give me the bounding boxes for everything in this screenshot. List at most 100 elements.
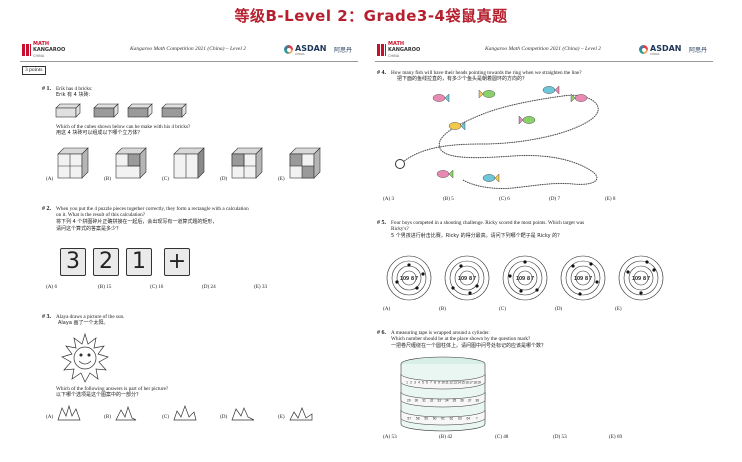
q2-option-b[interactable]: (B) 15 xyxy=(98,284,112,290)
asdan-logo: ASDAN 阿思丹 CHINA xyxy=(284,44,356,56)
q6-tape-number: 35 xyxy=(453,399,457,403)
q1-text-cn: Erik 有 4 块砖: xyxy=(56,92,91,98)
q2-text-en-2: on it. What is the result of this calcul… xyxy=(56,212,146,218)
q5-bullet-hole xyxy=(578,292,582,296)
q6-tape-number: 64 xyxy=(467,417,471,421)
q5-target-ring-label: 9 xyxy=(406,276,409,282)
q5-bullet-hole xyxy=(589,262,593,266)
q5-option-a[interactable]: (A) xyxy=(383,306,391,312)
left-page: MATH KANGAROO CHINA Kangaroo Math Compet… xyxy=(18,36,360,456)
q6-tape-number: 4 xyxy=(418,381,420,385)
q6-tape-number: 13 xyxy=(453,381,457,385)
q6-option-d[interactable]: (D) 53 xyxy=(553,434,567,440)
q5-bullet-hole xyxy=(652,268,656,272)
q5-bullet-hole xyxy=(519,289,523,293)
q4-option-c[interactable]: (C) 6 xyxy=(499,196,510,202)
q6-tape-number: 9 xyxy=(438,381,440,385)
q6-tape-number: 5 xyxy=(422,381,424,385)
q6-tape-number: 59 xyxy=(424,417,428,421)
q5-text-en-2: Ricky's? xyxy=(391,226,409,232)
q6-question-mark: ? xyxy=(476,417,478,421)
q3-question-cn: 以下哪个选项是这个图案中的一部分？ xyxy=(56,392,142,398)
q2-text-cn-2: 请问这个算式的答案是多少？ xyxy=(56,226,122,232)
q3-question-en: Which of the following answers is part o… xyxy=(56,386,169,392)
q3-option-a[interactable]: (A) xyxy=(46,414,54,420)
q5-target-ring-label: 7 xyxy=(589,276,592,282)
q1-option-b[interactable]: (B) xyxy=(104,176,111,182)
q1-option-e[interactable]: (E) xyxy=(278,176,285,182)
q6-tape-number: 2 xyxy=(410,381,412,385)
q1-option-c[interactable]: (C) xyxy=(162,176,169,182)
q4-option-b[interactable]: (B) 5 xyxy=(443,196,454,202)
q3-sun-figure xyxy=(61,332,109,383)
q5-target-ring-label: 8 xyxy=(411,276,414,282)
q3-number: # 3. xyxy=(42,314,51,320)
q6-tape-number: 62 xyxy=(450,417,454,421)
q5-text-cn: 5 个男孩进行射击比赛，Ricky 的得分最高。请问下列哪个靶子是 Ricky … xyxy=(391,233,563,239)
page-header: MATH KANGAROO CHINA Kangaroo Math Compet… xyxy=(373,36,715,62)
q5-text-en-1: Four boys competed in a shooting challen… xyxy=(391,220,585,226)
q5-target-ring-label: 7 xyxy=(647,276,650,282)
q6-tape-number: 37 xyxy=(468,399,472,403)
q6-option-b[interactable]: (B) 42 xyxy=(439,434,453,440)
q5-option-e[interactable]: (E) xyxy=(615,306,622,312)
q4-option-a[interactable]: (A) 3 xyxy=(383,196,395,202)
q2-option-c[interactable]: (C) 16 xyxy=(150,284,164,290)
q5-target-ring-label: 9 xyxy=(638,276,641,282)
q1-number: # 1. xyxy=(42,86,51,92)
q5-target-ring-label: 7 xyxy=(473,276,476,282)
q5-target-ring-label: 8 xyxy=(585,276,588,282)
q6-tape-number: 8 xyxy=(434,381,436,385)
q3-option-e[interactable]: (E) xyxy=(278,414,285,420)
q6-tape-number: 33 xyxy=(437,399,441,403)
q2-option-d[interactable]: (D) 24 xyxy=(202,284,216,290)
q1-text-en: Erik has 4 bricks: xyxy=(56,86,93,92)
q6-tape-number: 12 xyxy=(449,381,453,385)
q6-option-a[interactable]: (A) 53 xyxy=(383,434,397,440)
competition-title: Kangaroo Math Competition 2021 (China) –… xyxy=(129,46,247,52)
q6-tape-number: 1 xyxy=(406,381,408,385)
q5-bullet-hole xyxy=(407,263,411,267)
right-page: MATH KANGAROO CHINA Kangaroo Math Compet… xyxy=(373,36,715,456)
q6-tape-number: 19 xyxy=(477,381,481,385)
q6-tape-number: 6 xyxy=(426,381,428,385)
q6-tape-number: 38 xyxy=(475,399,479,403)
q5-bullet-hole xyxy=(523,260,527,264)
q5-option-b[interactable]: (B) xyxy=(439,306,446,312)
q6-tape-number: 15 xyxy=(461,381,465,385)
q6-tape-number: 16 xyxy=(465,381,469,385)
q3-option-c[interactable]: (C) xyxy=(162,414,169,420)
q2-option-a[interactable]: (A) 6 xyxy=(46,284,58,290)
q4-fish-line-figure xyxy=(395,85,599,190)
q3-option-d[interactable]: (D) xyxy=(220,414,228,420)
q1-cube-options xyxy=(57,147,321,179)
q6-tape-number: 14 xyxy=(457,381,461,385)
q6-option-e[interactable]: (E) 69 xyxy=(609,434,623,440)
q1-option-d[interactable]: (D) xyxy=(220,176,228,182)
q6-tape-number: 29 xyxy=(407,399,411,403)
q5-target-ring-label: 10 xyxy=(400,276,406,282)
q4-option-e[interactable]: (E) 8 xyxy=(605,196,616,202)
q5-option-d[interactable]: (D) xyxy=(555,306,563,312)
competition-title: Kangaroo Math Competition 2021 (China) –… xyxy=(484,46,602,52)
q5-target-ring-label: 9 xyxy=(464,276,467,282)
q5-option-c[interactable]: (C) xyxy=(499,306,506,312)
q3-option-b[interactable]: (B) xyxy=(104,414,111,420)
q2-option-e[interactable]: (E) 33 xyxy=(254,284,268,290)
q6-tape-number: 17 xyxy=(469,381,473,385)
q5-target-ring-label: 8 xyxy=(469,276,472,282)
q5-bullet-hole xyxy=(645,260,649,264)
q5-target-ring-label: 10 xyxy=(516,276,522,282)
q6-text-cn: 一把卷尺缠绕在一个圆柱体上。请问图中问号处标记的应该是哪个数？ xyxy=(391,343,547,349)
q5-bullet-hole xyxy=(395,280,399,284)
q2-puzzle-piece-4: + xyxy=(164,248,190,276)
q1-question-en: Which of the cubes shown below can he ma… xyxy=(56,124,191,130)
q5-target-ring-label: 7 xyxy=(415,276,418,282)
q4-option-d[interactable]: (D) 7 xyxy=(549,196,561,202)
q6-option-c[interactable]: (C) 48 xyxy=(495,434,509,440)
q5-target-ring-label: 8 xyxy=(643,276,646,282)
q1-option-a[interactable]: (A) xyxy=(46,176,54,182)
q6-tape-number: 11 xyxy=(445,381,449,385)
